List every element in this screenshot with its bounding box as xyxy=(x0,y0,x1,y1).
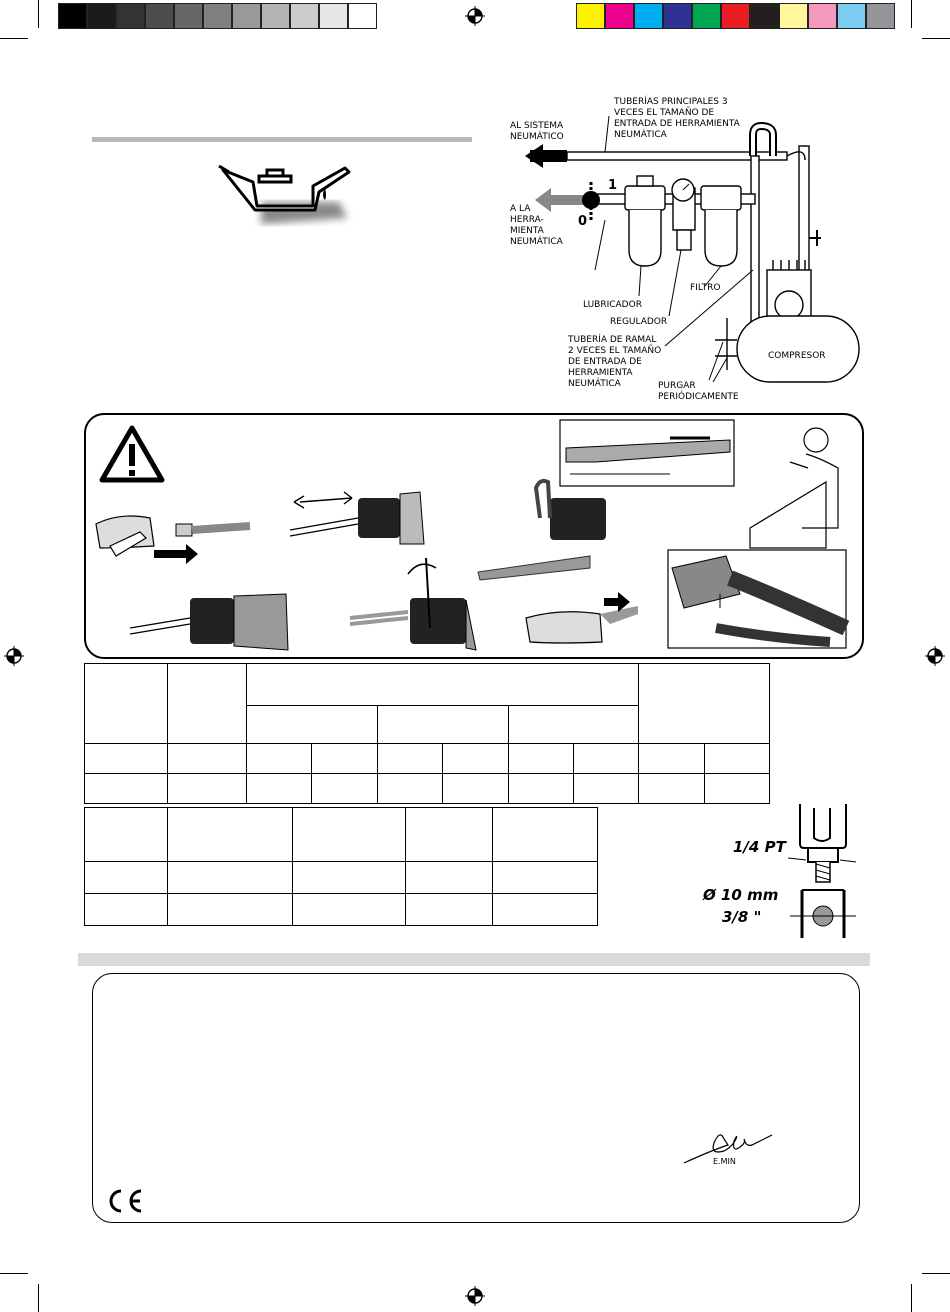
signature-name: E.MIN xyxy=(713,1157,736,1166)
thread-size-label: 1/4 PT xyxy=(733,838,786,856)
blade-installation-illustrations xyxy=(95,419,850,651)
process-swatch xyxy=(866,3,895,29)
registration-mark-icon xyxy=(925,646,945,666)
specifications-table xyxy=(84,663,771,804)
gray-swatch xyxy=(145,3,174,29)
registration-mark-icon xyxy=(4,646,24,666)
gray-swatch xyxy=(116,3,145,29)
registration-mark-icon xyxy=(465,6,485,26)
signature-mark xyxy=(683,1134,773,1164)
process-swatch xyxy=(692,3,721,29)
branch-pipe-label: TUBERÍA DE RAMAL 2 VECES EL TAMAÑO DE EN… xyxy=(568,335,662,389)
regulator-label: REGULADOR xyxy=(610,317,668,327)
lubrication-rule xyxy=(92,137,472,142)
process-swatch xyxy=(779,3,808,29)
registration-mark-icon xyxy=(465,1286,485,1306)
process-swatch xyxy=(750,3,779,29)
process-swatch xyxy=(605,3,634,29)
gray-swatch xyxy=(232,3,261,29)
hose-mm-label: Ø 10 mm xyxy=(703,886,779,904)
valve-off-label: 0 xyxy=(578,214,588,229)
air-fitting-diagram xyxy=(787,804,857,938)
warning-triangle-icon xyxy=(99,425,165,483)
to-tool-label: A LA HERRA- MIENTA NEUMÁTICA xyxy=(510,204,563,247)
gray-swatch xyxy=(261,3,290,29)
process-swatch xyxy=(634,3,663,29)
ce-mark-icon xyxy=(109,1189,142,1213)
compressor-label: COMPRESOR xyxy=(768,351,826,361)
process-swatch xyxy=(808,3,837,29)
to-system-label: AL SISTEMA NEUMÁTICO xyxy=(510,121,564,142)
noise-vibration-table xyxy=(84,807,598,926)
gray-swatch xyxy=(290,3,319,29)
process-swatch xyxy=(663,3,692,29)
filter-label: FILTRO xyxy=(690,283,721,293)
hose-inch-label: 3/8 " xyxy=(722,908,762,926)
lubricator-label: LUBRICADOR xyxy=(583,300,642,310)
gray-swatch xyxy=(174,3,203,29)
gray-swatch xyxy=(87,3,116,29)
blade-installation-panel xyxy=(84,413,864,659)
air-system-diagram xyxy=(525,115,860,383)
oil-can-icon xyxy=(218,164,351,224)
declaration-panel xyxy=(92,973,860,1223)
drain-label: PURGAR PERIÓDICAMENTE xyxy=(658,381,739,402)
gray-swatch xyxy=(348,3,377,29)
process-swatch xyxy=(837,3,866,29)
process-swatch xyxy=(576,3,605,29)
valve-on-label: 1 xyxy=(608,178,618,193)
declaration-section-bar xyxy=(78,953,870,966)
main-pipes-label: TUBERÍAS PRINCIPALES 3 VECES EL TAMAÑO D… xyxy=(614,97,740,140)
gray-swatch xyxy=(58,3,87,29)
gray-swatch xyxy=(319,3,348,29)
gray-swatch xyxy=(203,3,232,29)
process-swatch xyxy=(721,3,750,29)
